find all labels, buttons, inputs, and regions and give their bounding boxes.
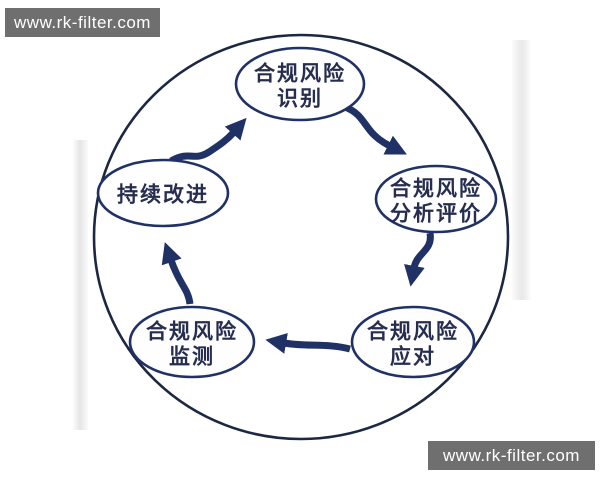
node-respond-ellipse (350, 305, 476, 379)
arrow-respond-to-monitor (265, 333, 351, 354)
node-identify-label-line1: 合规风险 (254, 61, 346, 86)
node-respond: 合规风险 应对 (350, 305, 476, 379)
watermark-bottom-right: www.rk-filter.com (428, 441, 595, 470)
node-improve: 持续改进 (96, 158, 230, 228)
arrow-analyze-to-respond (404, 232, 434, 287)
node-respond-label-line2: 应对 (390, 344, 436, 369)
watermark-top-left: www.rk-filter.com (5, 8, 160, 37)
node-improve-ellipse (96, 158, 230, 228)
outer-cycle-circle (92, 33, 510, 441)
arrow-improve-to-identify (169, 117, 247, 165)
node-identify-label-line2: 识别 (277, 86, 323, 111)
node-monitor-label-line2: 监测 (169, 344, 215, 369)
node-monitor-ellipse (128, 305, 256, 379)
node-analyze-ellipse (374, 164, 498, 234)
node-analyze: 合规风险 分析评价 (374, 164, 498, 234)
node-analyze-label-line1: 合规风险 (390, 176, 482, 201)
node-monitor-label-line1: 合规风险 (146, 319, 238, 344)
node-improve-label: 持续改进 (117, 182, 209, 207)
node-identify-ellipse (234, 46, 366, 122)
node-monitor: 合规风险 监测 (128, 305, 256, 379)
node-respond-label-line1: 合规风险 (367, 319, 459, 344)
arrow-identify-to-analyze (343, 103, 407, 155)
node-analyze-label-line2: 分析评价 (390, 201, 482, 226)
node-identify: 合规风险 识别 (234, 46, 366, 122)
arrow-monitor-to-improve (161, 242, 194, 305)
